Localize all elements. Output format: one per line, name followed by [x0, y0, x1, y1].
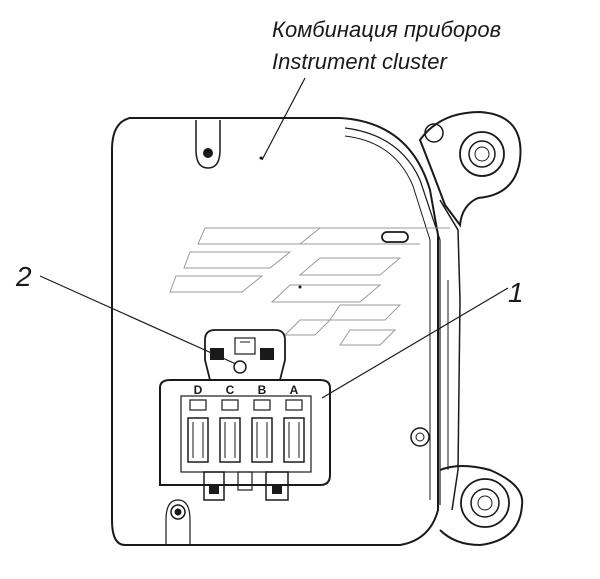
oblong-slot: [381, 231, 409, 243]
screw-slot-top-left: [195, 120, 221, 169]
pin-terminal-a: [283, 399, 305, 463]
connector-socket-body: [159, 379, 331, 486]
watermark-logo: [169, 227, 450, 346]
screw-top-left: [203, 148, 213, 158]
connector-foot-left-fill: [209, 484, 219, 494]
mounting-lug-top: [418, 110, 522, 228]
mounting-lug-bottom: [439, 465, 524, 547]
screw-bottom-left: [174, 508, 182, 516]
pin-label-b: B: [258, 383, 267, 397]
callout-label-1: 1: [508, 277, 524, 308]
mounting-hole-bottom: [470, 488, 500, 518]
connector-foot-mid: [237, 471, 253, 491]
lug-boss-top: [424, 123, 444, 143]
latch-screw: [233, 360, 247, 374]
mounting-hole-bottom-inner: [477, 495, 493, 511]
latch-tab-right: [260, 348, 274, 360]
screw-slot-bottom-left: [165, 499, 191, 545]
screw-bottom-left-ring: [170, 504, 186, 520]
mounting-hole-top: [468, 140, 496, 168]
pin-label-c: C: [226, 383, 235, 397]
boss-lower-right-inner: [415, 432, 425, 442]
caption-russian: Комбинация приборов: [272, 17, 501, 42]
connector-foot-right-fill: [272, 484, 282, 494]
callout-leader-2: [39, 275, 237, 365]
mounting-hole-top-inner: [474, 146, 490, 162]
latch-window: [234, 337, 256, 355]
housing-inner-contour: [344, 127, 441, 505]
callout-label-2: 2: [15, 261, 32, 292]
callout-leader-1: [321, 287, 509, 399]
mounting-hole-bottom-outer: [460, 478, 510, 528]
pin-label-a: A: [290, 383, 299, 397]
pin-terminal-d: [187, 399, 209, 463]
connector-socket-cavity: [180, 395, 312, 473]
pin-terminal-b: [251, 399, 273, 463]
right-flange: [439, 199, 461, 511]
connector-foot-left: [203, 471, 225, 501]
housing-inner-contour-2: [344, 135, 431, 500]
pin-terminal-c: [219, 399, 241, 463]
mounting-hole-top-outer: [459, 131, 505, 177]
caption-english: Instrument cluster: [272, 49, 449, 74]
cluster-housing-outline: [111, 117, 439, 546]
surface-mark-2: [298, 285, 302, 289]
surface-mark-1: [259, 156, 263, 160]
boss-lower-right: [410, 427, 430, 447]
connector-latch: [204, 329, 286, 381]
connector-foot-right: [265, 471, 289, 501]
pin-label-d: D: [194, 383, 203, 397]
